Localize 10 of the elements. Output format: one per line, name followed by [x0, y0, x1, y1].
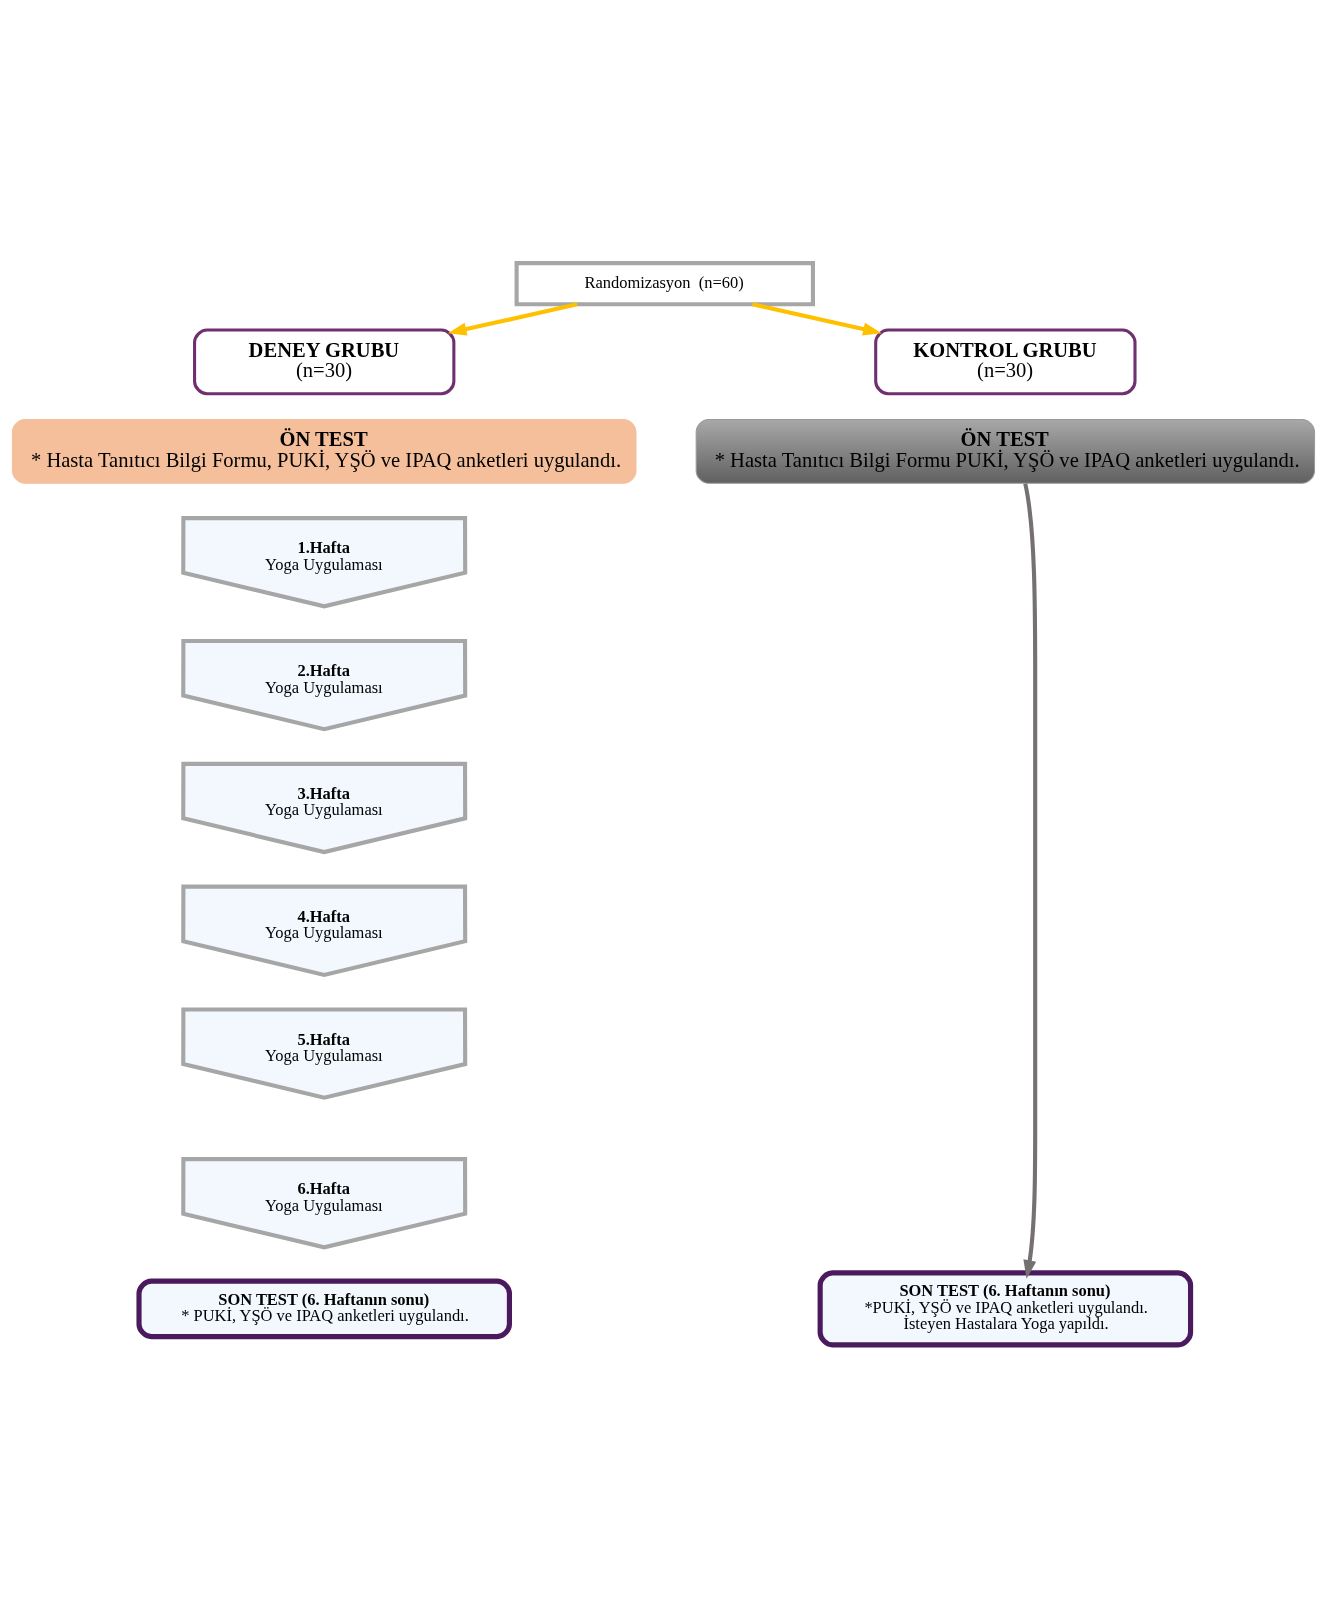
arrow [752, 301, 882, 335]
node-box: ÖN TEST * Hasta Tanıtıcı Bilgi Formu PUKİ, YŞÖ ve IPAQ anketleri uygulandı. [695, 418, 1316, 484]
node-box: KONTROL GRUBU (n=30) [874, 327, 1137, 395]
node-box: Randomizasyon (n=60) [514, 260, 815, 306]
arrow [447, 301, 578, 335]
node-box: SON TEST (6. Haftanın sonu) *PUKİ, YŞÖ ve IPAQ anketleri uygulandı. İsteyen Hastalara Yoga yapıldı. [817, 1269, 1194, 1347]
node-box: SON TEST (6. Haftanın sonu) * PUKİ, YŞÖ ve IPAQ anketleri uygulandı. [136, 1278, 512, 1339]
arrow [1023, 482, 1038, 1279]
node-box: ÖN TEST * Hasta Tanıtıcı Bilgi Formu, PUKİ, YŞÖ ve IPAQ anketleri uygulandı. [11, 418, 637, 484]
node-box: DENEY GRUBU (n=30) [193, 327, 456, 395]
